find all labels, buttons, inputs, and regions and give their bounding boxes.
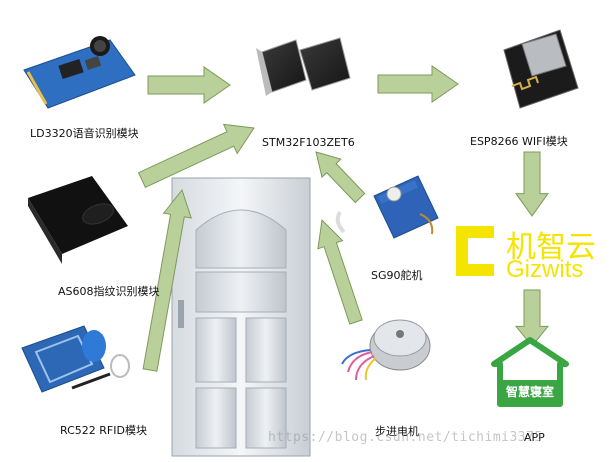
voice-module-label: LD3320语音识别模块 [30, 127, 139, 140]
stepper-motor-label: 步进电机 [375, 425, 419, 438]
mcu-label: STM32F103ZET6 [262, 136, 355, 149]
arrow-voice-to-mcu [147, 66, 231, 104]
watermark: https://blog.csdn.net/tichimi3375 [268, 430, 543, 445]
door-image [171, 177, 311, 457]
arrow-stepper-to-mcu [317, 218, 363, 325]
arrow-gizwits-to-app [514, 289, 550, 347]
arrow-rfid-to-mcu [142, 188, 192, 372]
app-icon-image [491, 337, 569, 407]
voice-module-image [23, 36, 136, 109]
app-icon-text: 智慧寝室 [505, 385, 554, 399]
app-label: APP [524, 431, 545, 444]
servo-label: SG90舵机 [371, 269, 423, 282]
gizwits-en-text: Gizwits [506, 256, 584, 283]
arrow-wifi-to-gizwits [515, 151, 549, 217]
rfid-module-image [21, 325, 130, 393]
stepper-motor-image [341, 319, 431, 381]
fingerprint-module-image [28, 176, 128, 264]
gizwits-logo-mark [456, 226, 494, 276]
rfid-module-label: RC522 RFID模块 [60, 424, 147, 437]
fingerprint-module-label: AS608指纹识别模块 [58, 285, 160, 298]
arrow-fingerprint-to-mcu [137, 123, 255, 188]
arrow-mcu-to-wifi [377, 65, 459, 103]
servo-image [335, 175, 439, 239]
mcu-image [256, 37, 351, 96]
gizwits-cn-text: 机智云 [506, 230, 596, 265]
wifi-module-label: ESP8266 WIFI模块 [470, 135, 568, 148]
arrows [137, 65, 550, 372]
arrow-servo-to-mcu [315, 151, 366, 204]
wifi-module-image [503, 29, 579, 109]
